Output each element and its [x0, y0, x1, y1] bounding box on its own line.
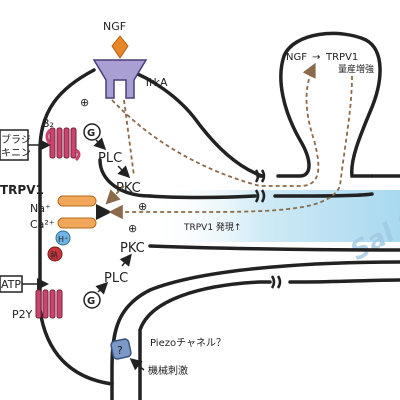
trpv1-label: TRPV1: [0, 183, 44, 197]
pkc-lower-label: PKC: [120, 241, 145, 256]
plc-pkc-arrow-lower: [119, 253, 132, 267]
g-protein-upper-label: G: [87, 128, 95, 139]
atp-label: ATP: [1, 278, 21, 291]
break-marks: [254, 169, 282, 289]
g-plc-arrow-lower: [95, 281, 109, 295]
plus-sign-trka: ⊕: [80, 96, 89, 109]
plus-sign-pkc: ⊕: [128, 222, 137, 235]
plc-pkc-arrow-upper: [117, 165, 131, 179]
trka-label: TrkA: [143, 76, 168, 89]
b2-label: B₂: [42, 117, 54, 130]
mechanical-stimulus-label: 機械刺激: [148, 364, 188, 377]
p2y-receptor: [35, 289, 63, 319]
pkc-upper-label: PKC: [116, 181, 141, 196]
plc-lower-label: PLC: [104, 271, 128, 286]
bradykinin-label-line1: ブラジ: [1, 133, 31, 146]
g-protein-upper: [83, 123, 101, 141]
plus-sign-mid: ⊕: [138, 200, 147, 213]
ngf-box-arrow: →: [312, 52, 320, 63]
trpv1-channel: [57, 195, 97, 229]
mechanical-arrow: [129, 358, 145, 371]
na-ion-label: Na⁺: [30, 202, 51, 215]
g-protein-lower: [83, 291, 101, 309]
heat-stimulus: [47, 246, 63, 262]
trpv1-expression-label: TRPV1 発現↑: [183, 221, 241, 233]
piezo-channel: [110, 338, 132, 360]
plc-upper-label: PLC: [98, 151, 122, 166]
ngf-ligand: [111, 35, 129, 59]
bradykinin-label-line2: キニン: [1, 148, 31, 159]
neuron-membrane: [38, 31, 400, 400]
b2-receptor: [45, 127, 81, 162]
ngf-label: NGF: [103, 20, 126, 33]
piezo-label: Piezoチャネル？: [150, 337, 226, 349]
p2y-label: P2Y: [12, 308, 33, 321]
g-protein-lower-label: G: [87, 296, 95, 307]
ngf-box-left: NGF: [286, 52, 307, 63]
ca-ion-label: Ca²⁺: [30, 218, 55, 231]
heat-label: 熱: [50, 250, 58, 260]
trka-receptor: [92, 59, 148, 99]
piezo-badge: ?: [117, 344, 123, 357]
dashed-signal-paths: [105, 62, 353, 220]
h-ion-label: H⁺: [58, 235, 68, 244]
g-plc-arrow-upper: [93, 137, 107, 151]
h-ion: [55, 230, 71, 246]
ngf-box-right: TRPV1: [325, 52, 358, 63]
ngf-box-sub: 量産増強: [338, 63, 374, 75]
